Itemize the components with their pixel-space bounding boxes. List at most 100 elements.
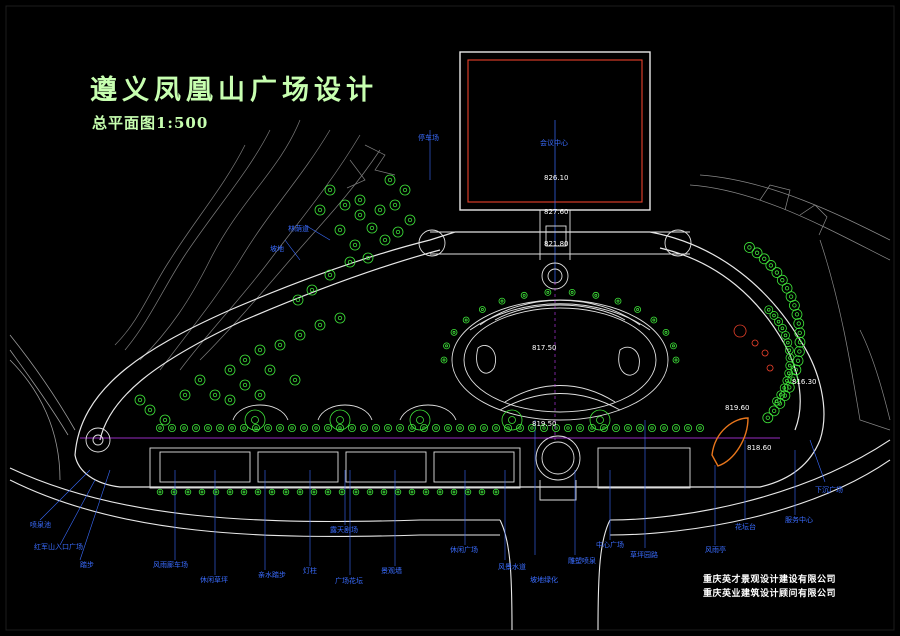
tree-symbol [314,426,318,430]
label-slope: 坡地 [270,245,284,253]
tree-symbol [254,426,258,430]
tree-symbol [242,382,248,388]
tree-symbol [768,263,774,268]
streets [9,439,891,631]
tree-symbol [455,423,464,432]
tree-symbol [592,291,600,299]
tree-symbol [277,342,283,348]
tree-symbol [312,490,316,494]
tree-symbol [206,426,210,430]
tree-symbol [224,394,236,406]
tree-symbol [336,416,344,424]
tree-symbol [379,234,391,246]
tree-symbol [254,389,266,401]
tree-symbol [793,367,799,373]
label-mountain-entry: 红军山入口广场 [34,543,83,551]
tree-symbol [754,250,760,255]
tree-symbol [787,348,792,353]
tree-symbol [167,423,176,432]
tree-symbol [282,488,290,496]
tree-symbol [296,488,304,496]
tree-symbol [566,426,570,430]
tree-symbol [546,290,550,294]
tree-symbol [382,237,388,243]
tree-symbol [198,488,206,496]
tree-symbol [182,392,188,398]
tree-symbol [650,316,658,324]
tree-symbol [508,416,516,424]
tree-symbol [357,212,363,218]
entry-walkway [418,210,692,290]
tree-symbol [442,358,446,362]
tree-symbol [783,333,788,338]
tree-symbol [309,287,315,293]
tree-symbol [162,417,168,423]
tree-symbol [264,364,276,376]
tree-symbol [492,488,500,496]
tree-symbol [295,297,301,303]
tree-symbol [674,358,678,362]
tree-symbol [386,426,390,430]
tree-symbol [552,423,561,432]
tree-symbol [794,336,806,348]
tree-symbol [576,423,585,432]
tree-symbol [498,297,506,305]
tree-symbol [638,426,642,430]
tree-symbol [589,409,611,431]
tree-symbol [327,187,333,193]
tree-symbol [218,426,222,430]
tree-symbol [339,199,351,211]
tree-symbol [518,426,522,430]
tree-symbol [242,357,248,363]
tree-symbols [134,174,806,496]
tree-symbol [520,291,528,299]
tree-symbol [409,409,431,431]
tree-symbol [191,423,200,432]
tree-symbol [215,423,224,432]
tree-symbol [230,426,234,430]
tree-symbol [377,207,383,213]
tree-symbol [147,407,153,413]
tree-symbol [674,426,678,430]
tree-symbol [794,312,800,317]
tree-symbol [159,414,171,426]
tree-symbol [311,423,320,432]
label-slope-green: 坡地绿化 [530,576,558,584]
tree-symbol [335,423,344,432]
tree-symbol [239,354,251,366]
tree-symbol [186,490,190,494]
tree-symbol [436,488,444,496]
tree-symbol [227,423,236,432]
tree-symbol [290,426,294,430]
tree-symbol [480,308,484,311]
tree-symbol [254,344,266,356]
tree-symbol [256,490,260,494]
tree-symbol [777,401,782,406]
tree-symbol [326,490,330,494]
tree-symbol [170,488,178,496]
tree-symbol [270,490,274,494]
promenade [80,404,780,489]
tree-symbol [395,229,401,235]
tree-symbol [544,288,552,296]
tree-symbol [203,423,212,432]
tree-symbol [374,426,378,430]
tree-symbol [786,371,791,376]
tree-symbol [794,327,806,339]
tree-symbol [338,488,346,496]
tree-symbol [257,392,263,398]
tree-symbol [450,328,458,336]
tree-symbol [275,423,284,432]
tree-symbol [443,342,450,350]
tree-symbol [792,355,804,367]
tree-symbol [771,408,777,414]
tree-symbol [362,252,374,264]
label-sculpture-fountain: 雕塑喷泉 [568,557,596,565]
tree-symbol [491,423,500,432]
tree-symbol [366,488,374,496]
tree-symbol [452,330,456,334]
tree-symbol [214,490,218,494]
tree-symbol [744,242,755,253]
tree-symbol [431,423,440,432]
